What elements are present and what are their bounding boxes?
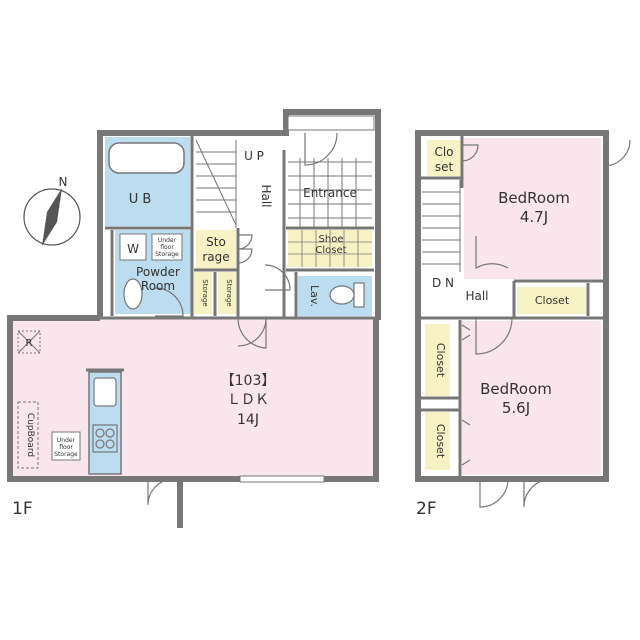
up-label: U P [244,149,264,163]
shoe-closet-label-2: Closet [315,245,346,256]
kitchen-sink [93,377,117,407]
closet-mid-label: Closet [535,294,570,307]
powder-room-label-2: Room [141,279,175,293]
ub-label: U B [129,192,152,207]
compass-north-label: N [59,175,68,189]
underfloor-label-b2: floor [59,444,73,451]
washer-label: W [127,242,139,256]
floor-2: Clo set BedRoom 4.7J D N Hall Closet Bed… [415,130,631,519]
lav-label: Lav. [308,285,321,307]
floor-2-label: 2F [416,499,437,519]
storage-small-1 [194,272,212,314]
closet-top-room [427,140,461,176]
floor-1: U B U P Hall Entrance Shoe Closet W Unde… [7,109,381,528]
walls-2f [415,130,609,482]
staircase-2f [422,180,461,272]
hall-label-2f: Hall [465,289,488,303]
washbasin-icon [123,278,143,310]
compass-needle-icon [42,188,62,246]
underfloor-label-b1: Under [57,437,76,444]
closet-left-1-room [425,324,450,396]
shoe-closet-grid [288,230,372,267]
refrigerator-box [17,330,41,354]
underfloor-label-1: Under [158,237,177,244]
bedroom-1-label: BedRoom [498,189,570,207]
ldk-size: 14J [237,412,259,428]
storage-small-2 [218,272,236,314]
refrigerator-label: R [26,338,33,349]
dn-label: D N [432,276,454,290]
underfloor-label-2: floor [160,244,174,251]
underfloor-label-3: Storage [155,251,179,258]
underfloor-label-b3: Storage [54,451,78,458]
entrance-frame [287,115,375,131]
underfloor-box-1 [151,233,183,261]
closet-mid-room [517,287,586,314]
floor-1-label: 1F [12,499,33,519]
doors-2f [461,139,631,508]
storage-label-2: rage [202,250,229,264]
closet-left-1-label: Closet [434,343,447,378]
underfloor-box-2 [51,431,81,461]
bathtub [108,142,185,174]
stove-icon [92,424,118,453]
cupboard-box [17,401,39,469]
bedroom-1-room [464,138,601,279]
entrance-label: Entrance [303,186,357,200]
staircase-1f [195,139,237,228]
compass: N [23,175,81,246]
doors-1f [147,132,338,506]
shoe-closet-label-1: Shoe [319,234,344,245]
ldk-label: ＬＤＫ [227,392,269,408]
entrance-tiles [288,158,372,228]
storage-small-label-1: Storage [201,279,209,306]
closet-top-label-1: Clo [434,145,453,159]
hall-label-1f: Hall [259,184,273,207]
unit-number: 【103】 [221,373,276,389]
closet-left-2-label: Closet [434,424,447,459]
bedroom-2-size: 5.6J [502,399,530,417]
powder-room-label-1: Powder [136,265,180,279]
bedroom-2-label: BedRoom [480,380,552,398]
bedroom-2-room [462,321,601,475]
storage-small-label-2: Storage [225,279,233,306]
closet-top-label-2: set [435,160,454,174]
cupboard-label: CupBoard [25,413,35,457]
storage-room [196,230,236,270]
bedroom-1-size: 4.7J [520,208,548,226]
walls-1f [7,109,381,482]
closet-left-2-room [425,412,450,470]
washer-box [119,233,147,261]
window-bottom [239,475,325,483]
toilet-icon [329,282,365,308]
storage-label-1: Sto [206,235,226,249]
